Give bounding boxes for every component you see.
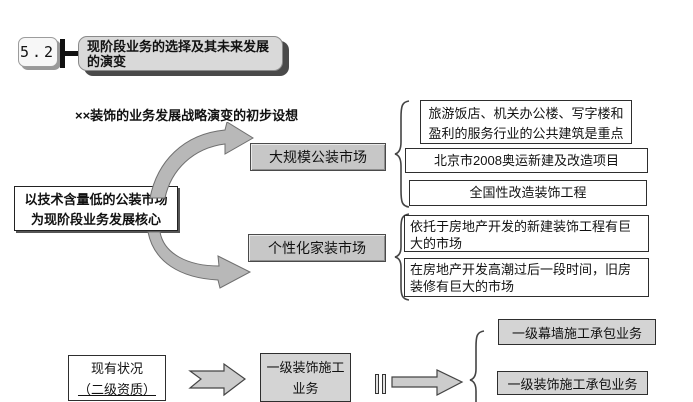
intermediate-business-box: 一级装饰施工业务 [260,353,351,402]
diagram-subtitle: ××装饰的业务发展战略演变的初步设想 [75,108,299,123]
right-block-arrow-icon [391,369,464,396]
current-status-box: 现有状况 （二级资质） [68,355,166,401]
core-strategy-line: 以技术含量低的公装市场 [24,192,168,207]
market-box-home-label: 个性化家装市场 [268,240,366,256]
pause-bar-icon [382,374,386,394]
section-title-line: 的演变 [87,54,127,69]
detail-box-public-1: 旅游饭店、机关办公楼、写字楼和盈利的服务行业的公共建筑是重点 [420,100,632,144]
section-number: 5.2 [19,43,57,61]
current-status-line: （二级资质） [77,382,156,397]
market-box-home: 个性化家装市场 [248,234,386,262]
section-number-badge: 5.2 [18,37,58,67]
section-title-line: 现阶段业务的选择及其未来发展 [87,39,270,54]
target-box-decoration: 一级装饰施工承包业务 [497,371,648,395]
pause-bar-icon [375,374,379,394]
detail-box-home-2: 在房地产开发高潮过后一段时间，旧房装修有巨大的市场 [404,258,649,297]
brace-home-icon [394,213,410,301]
market-box-public: 大规模公装市场 [250,143,386,171]
brace-targets-icon [469,330,485,402]
market-box-public-label: 大规模公装市场 [269,149,367,165]
header-connector-line [65,51,80,56]
curved-arrow-up-icon [149,122,254,199]
target-box-curtainwall: 一级幕墙施工承包业务 [498,319,656,345]
detail-box-home-1: 依托于房地产开发的新建装饰工程有巨大的市场 [404,215,649,252]
section-title-plaque: 现阶段业务的选择及其未来发展 的演变 [78,36,283,71]
current-status-line: 现有状况 [90,361,143,376]
detail-box-public-3: 全国性改造装饰工程 [409,180,647,206]
curved-arrow-down-icon [147,231,252,289]
detail-box-public-2: 北京市2008奥运新建及改造项目 [405,148,648,173]
core-strategy-line: 为现阶段业务发展核心 [30,212,161,227]
chevron-block-arrow-icon [188,362,247,397]
brace-public-icon [394,100,410,208]
header-connector-bar [60,39,65,68]
